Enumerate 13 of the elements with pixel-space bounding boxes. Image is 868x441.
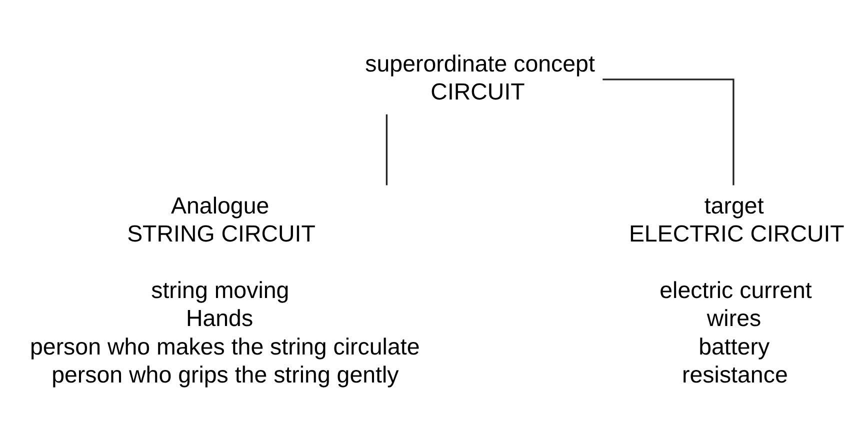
connector [602,78,734,186]
node-label: person who makes the string circulate [30,333,420,360]
node-label: electric current [660,276,812,303]
node-label: wires [706,305,762,332]
node-label: person who grips the string gently [52,362,399,388]
node-text: target ELECTRIC CIRCUIT [628,192,844,247]
node-text: Analogue STRING CIRCUIT [127,192,316,247]
node-text: superordinate concept CIRCUIT [365,50,595,105]
node-label: battery [698,333,770,360]
node-label: Hands [186,305,254,332]
connector [386,114,388,186]
node-label: resistance [682,362,788,388]
node-label: string moving [151,276,290,303]
